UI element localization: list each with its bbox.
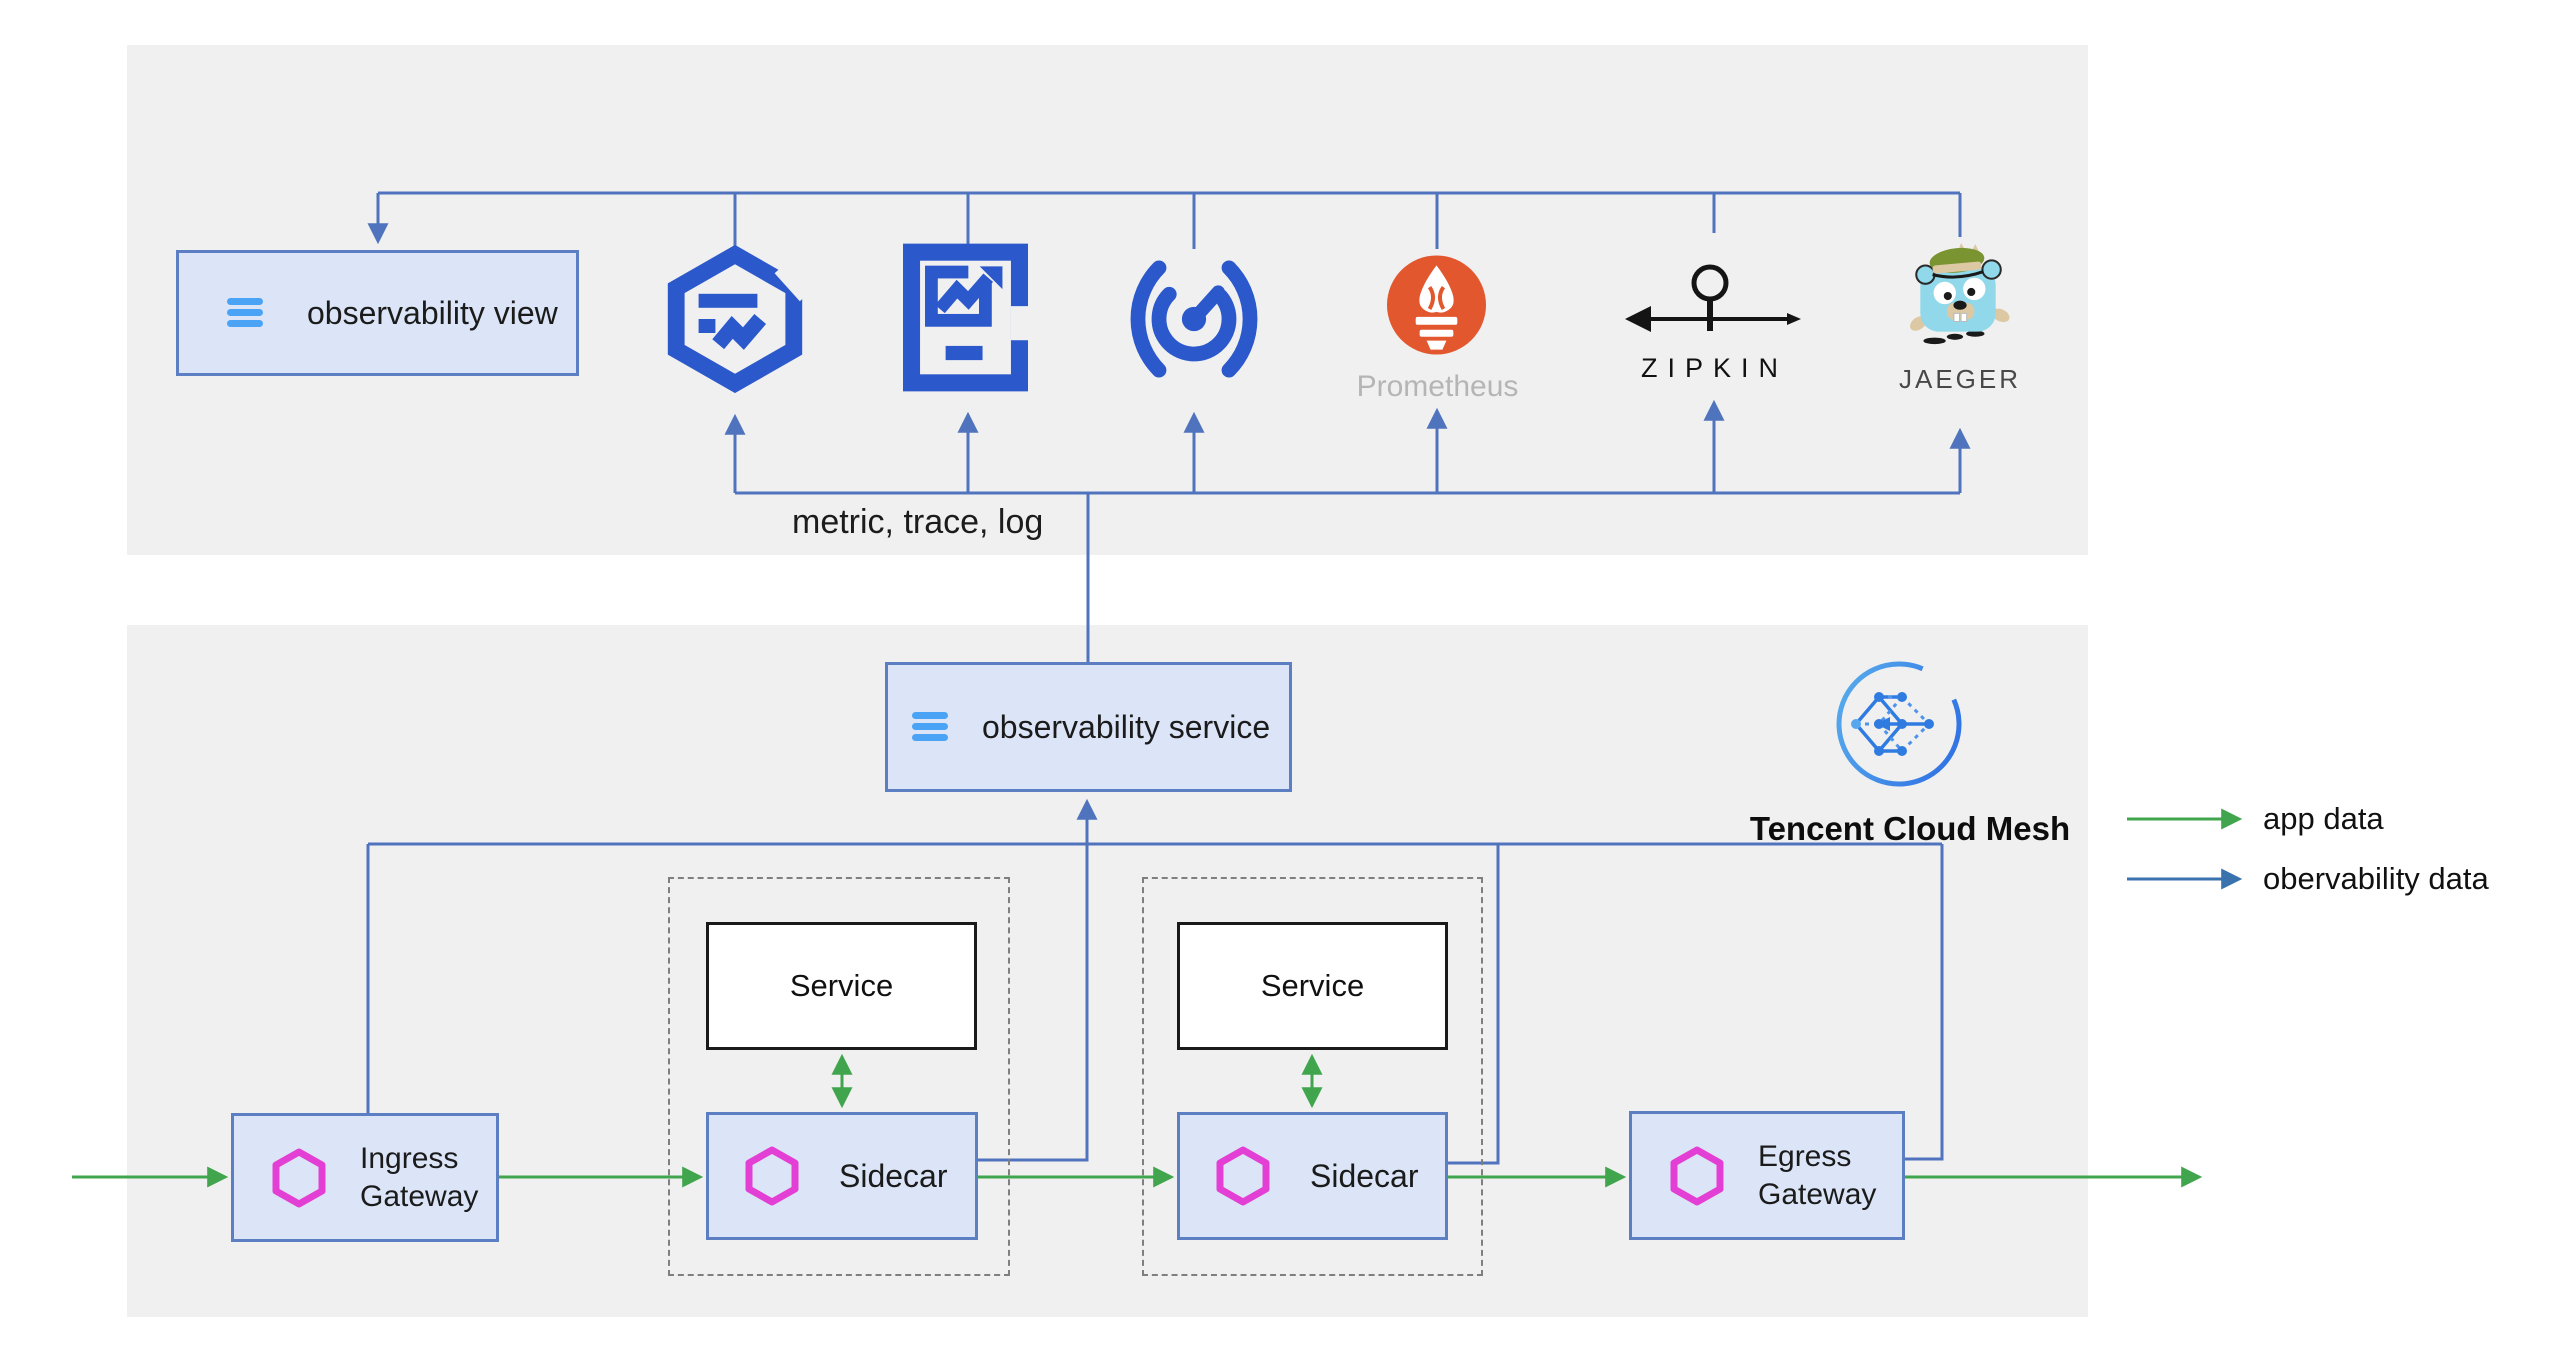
pod-boundary-2 bbox=[1142, 877, 1483, 1276]
proxy-hexagon-icon bbox=[745, 1146, 799, 1206]
ingress-gateway-box: Ingress Gateway bbox=[231, 1113, 499, 1242]
prometheus-icon bbox=[1385, 253, 1488, 362]
menu-icon bbox=[227, 298, 263, 327]
observability-service-box: observability service bbox=[885, 662, 1292, 792]
zipkin-icon bbox=[1617, 255, 1807, 345]
service-label: Service bbox=[789, 968, 894, 1003]
service-label: Service bbox=[1260, 968, 1365, 1003]
sidecar-label: Sidecar bbox=[839, 1157, 948, 1194]
sidecar-box-1: Sidecar bbox=[706, 1112, 978, 1240]
mesh-title: Tencent Cloud Mesh bbox=[1749, 810, 2071, 847]
egress-label-line1: Egress bbox=[1758, 1140, 1852, 1173]
observability-service-label: observability service bbox=[982, 708, 1271, 745]
sidecar-box-2: Sidecar bbox=[1177, 1112, 1448, 1240]
service-box-1: Service bbox=[706, 922, 977, 1050]
jaeger-label: JAEGER bbox=[1898, 364, 2022, 394]
pod-boundary-1 bbox=[668, 877, 1010, 1276]
legend-observability-data-label: obervability data bbox=[2263, 861, 2489, 896]
observability-view-box: observability view bbox=[176, 250, 579, 376]
prometheus-label: Prometheus bbox=[1356, 370, 1519, 403]
egress-label-line2: Gateway bbox=[1758, 1177, 1877, 1211]
legend-app-data-label: app data bbox=[2263, 801, 2384, 836]
observability-view-label: observability view bbox=[307, 294, 558, 331]
ingress-label-line1: Ingress bbox=[360, 1142, 459, 1175]
service-box-2: Service bbox=[1177, 922, 1448, 1050]
monitor-hexagon-icon bbox=[665, 244, 811, 398]
tencent-cloud-mesh-icon bbox=[1834, 659, 1964, 794]
metric-trace-log-label: metric, trace, log bbox=[792, 503, 1044, 541]
report-chart-icon bbox=[903, 243, 1034, 397]
ingress-label-line2: Gateway bbox=[360, 1179, 479, 1213]
proxy-hexagon-icon bbox=[272, 1148, 326, 1207]
egress-gateway-box: Egress Gateway bbox=[1629, 1111, 1905, 1240]
zipkin-label: ZIPKIN bbox=[1640, 353, 1788, 383]
proxy-hexagon-icon bbox=[1216, 1146, 1270, 1206]
jaeger-icon bbox=[1902, 238, 2014, 355]
menu-icon bbox=[912, 712, 948, 741]
sidecar-label: Sidecar bbox=[1310, 1157, 1419, 1194]
proxy-hexagon-icon bbox=[1670, 1146, 1724, 1205]
gauge-icon bbox=[1124, 248, 1264, 395]
